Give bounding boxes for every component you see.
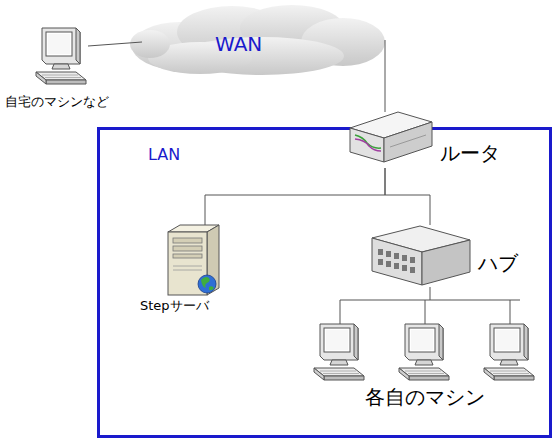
node-label: WAN [215,33,262,56]
pc-icon [399,324,449,380]
client-machines: 各自のマシン [305,300,545,420]
node-label: Stepサーバ [140,299,209,314]
home-pc-icon [36,28,86,84]
server-icon [168,225,219,295]
lan-boundary: LAN ルータ Stepサーバ ハブ各自のマシン [97,127,552,438]
server-node: Stepサーバ [135,225,235,322]
network-link [385,168,430,225]
network-link [430,287,431,300]
node-label: ハブ [478,252,518,275]
router-icon [350,112,432,162]
hub-icon [372,226,470,285]
hub-node: ハブ [370,225,520,287]
node-label: 各自のマシン [365,386,485,409]
wan-cloud-node: WAN [130,5,385,77]
network-link [88,42,142,46]
wan-cloud [130,5,385,75]
node-label: LAN [148,146,180,164]
home-machine: 自宅のマシンなど [0,28,90,110]
pc-icon [314,324,364,380]
node-label: 自宅のマシンなど [5,95,109,110]
node-label: ルータ [440,142,500,165]
router-node: ルータ [350,112,515,168]
network-link [205,168,385,225]
pc-icon [484,324,534,380]
pc-bus-wires [340,300,520,324]
network-link [385,40,386,112]
